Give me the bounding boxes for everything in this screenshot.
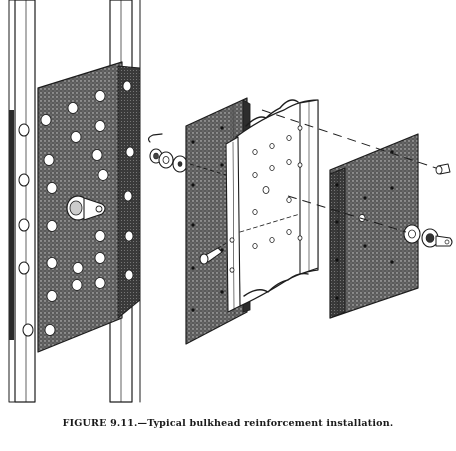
bulkhead-channel-assembled [8, 0, 141, 403]
rear-reinforcement-plate [329, 133, 419, 319]
bulkhead-channel-section [225, 99, 319, 313]
bolt-lug-fitting-right [403, 224, 453, 248]
small-bolt-top-right [435, 163, 451, 175]
attachment-fitting [66, 195, 106, 221]
plate-rivet-holes [40, 80, 135, 336]
left-flange-rivets [18, 123, 34, 337]
alignment-lines [189, 109, 437, 233]
figure-caption: FIGURE 9.11.—Typical bulkhead reinforcem… [62, 418, 394, 429]
